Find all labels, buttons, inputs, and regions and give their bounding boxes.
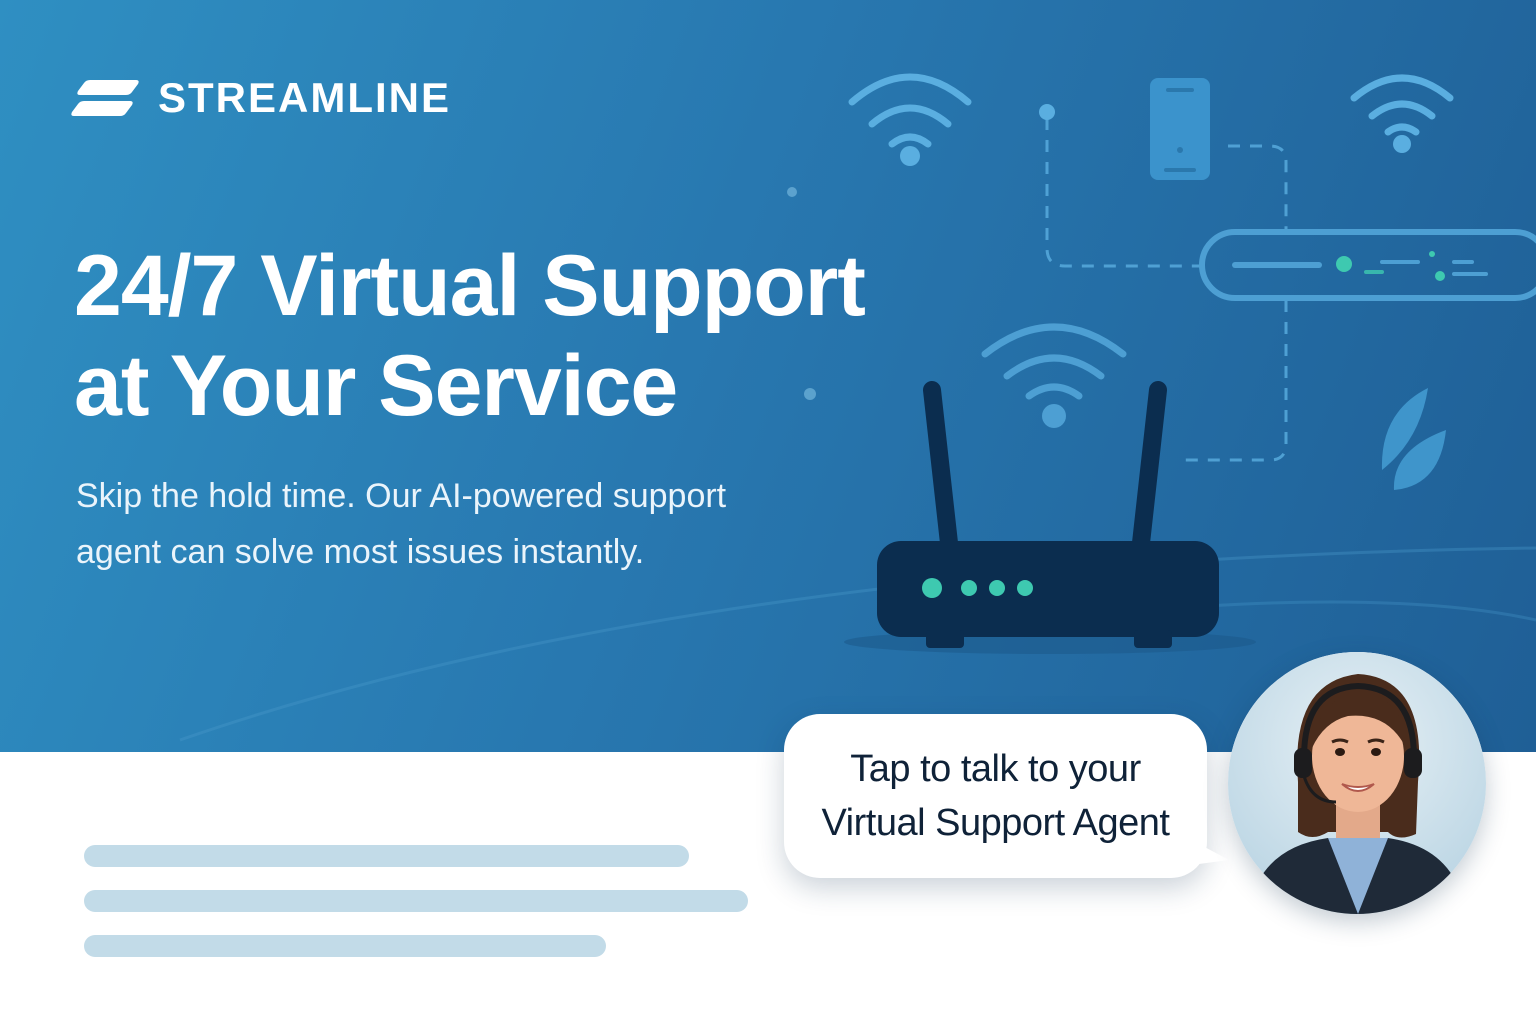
headline-line-1: 24/7 Virtual Support [74, 238, 866, 334]
placeholder-line [84, 890, 748, 912]
support-agent-avatar-icon [1228, 652, 1486, 914]
wifi-icon [1350, 74, 1454, 153]
subtext-line-2: agent can solve most issues instantly. [76, 533, 645, 571]
hero-illustration [179, 73, 1536, 742]
talk-to-agent-button[interactable]: Tap to talk to your Virtual Support Agen… [784, 714, 1229, 878]
cta-line-2: Virtual Support Agent [821, 802, 1170, 844]
wifi-icon [848, 73, 972, 166]
router-icon [844, 381, 1256, 654]
hero-subtext: Skip the hold time. Our AI-powered suppo… [76, 468, 836, 580]
cta-line-1: Tap to talk to your [850, 748, 1141, 790]
agent-avatar[interactable] [1228, 652, 1486, 914]
content-placeholder [84, 845, 748, 980]
brand-name: STREAMLINE [158, 74, 451, 121]
placeholder-line [84, 845, 689, 867]
headline-line-2: at Your Service [74, 338, 678, 434]
streamline-logo-icon [71, 80, 139, 116]
hero-banner: STREAMLINE 24/7 Virtual Support at Your … [0, 0, 1536, 752]
leaf-icon [1381, 388, 1446, 490]
speech-bubble-tail [1199, 844, 1229, 864]
brand-logo[interactable]: STREAMLINE [70, 76, 451, 120]
smartphone-icon [1150, 78, 1210, 180]
wifi-icon [981, 323, 1127, 428]
placeholder-line [84, 935, 606, 957]
page-title: 24/7 Virtual Support at Your Service [74, 236, 974, 436]
subtext-line-1: Skip the hold time. Our AI-powered suppo… [76, 477, 727, 515]
modem-icon [1199, 229, 1536, 301]
